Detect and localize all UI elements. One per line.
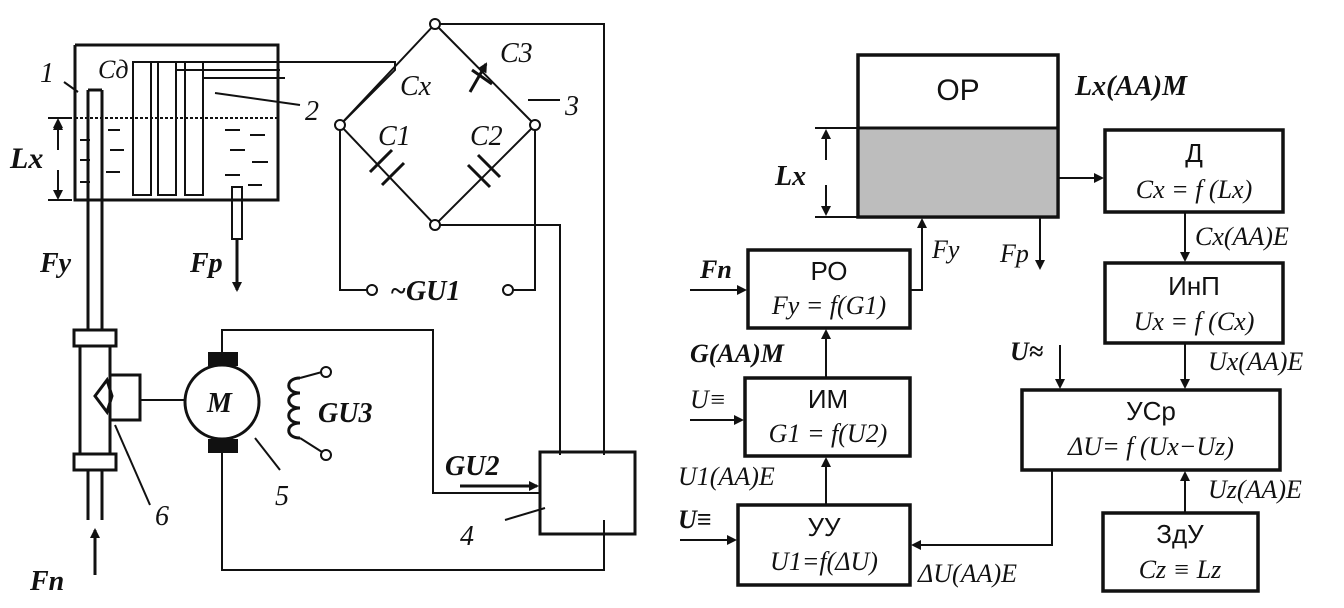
block-usr: УСр ΔU= f (Ux−Uz) (1020, 388, 1282, 472)
block-uy: УУ U1=f(ΔU) (736, 503, 912, 587)
label-gu3: GU3 (318, 398, 372, 429)
block-zdu-title: ЗдУ (1156, 519, 1204, 549)
block-ro-formula: Fy = f(G1) (771, 291, 886, 320)
label-5: 5 (275, 481, 289, 512)
block-usr-formula: ΔU= f (Ux−Uz) (1067, 432, 1234, 461)
label-2: 2 (305, 96, 319, 127)
valve (72, 328, 185, 472)
label-u1-ae: U1(AA)E (678, 462, 775, 491)
lx-dimension (48, 117, 72, 201)
capacitive-probe (132, 61, 285, 196)
label-c1: C1 (378, 121, 411, 152)
label-or-lx: Lx (774, 161, 806, 192)
block-d-formula: Cx = f (Lx) (1136, 175, 1252, 204)
block-d: Д Cx = f (Lx) (1103, 128, 1285, 214)
block-uy-title: УУ (807, 512, 841, 542)
label-fn-left: Fп (29, 566, 64, 597)
label-cx: Cx (400, 71, 432, 102)
label-motor: M (206, 388, 233, 419)
label-u-approx: U≈ (1010, 337, 1044, 366)
label-cd: Cд (98, 55, 129, 84)
label-4: 4 (460, 521, 474, 552)
label-6: 6 (155, 501, 169, 532)
block-or: ОР (856, 53, 1060, 219)
block-im-formula: G1 = f(U2) (769, 419, 888, 448)
label-u-eq-2: U≡ (678, 505, 712, 534)
block-ro: РО Fy = f(G1) (746, 248, 912, 330)
block-ro-title: РО (811, 256, 848, 286)
label-g-am: G(AA)M (690, 339, 785, 368)
block-4 (538, 450, 637, 536)
motor (183, 329, 605, 571)
block-or-title: ОР (936, 74, 979, 107)
label-ux-ae: Ux(AA)E (1208, 347, 1303, 376)
label-fp-right: Fр (999, 239, 1029, 268)
label-gu2: GU2 (445, 451, 499, 482)
block-d-title: Д (1185, 138, 1203, 168)
feed-pipe (86, 88, 104, 520)
block-im-title: ИМ (808, 384, 848, 414)
block-usr-title: УСр (1126, 396, 1176, 426)
block-zdu: ЗдУ Cz ≡ Lz (1101, 511, 1260, 593)
label-gu1: ~GU1 (390, 276, 460, 307)
left-schematic: 1 2 3 4 5 6 Cд Cx C3 C1 C2 Lx Fy Fр Fп ~… (9, 18, 637, 597)
block-inp: ИнП Ux = f (Cx) (1103, 261, 1285, 345)
or-lx-dimension (815, 127, 858, 218)
label-lx: Lx (9, 142, 43, 175)
block-inp-formula: Ux = f (Cx) (1134, 307, 1255, 336)
label-cx-ae: Cx(AA)E (1195, 222, 1289, 251)
label-fp-left: Fр (189, 248, 223, 279)
capacitance-bridge (280, 18, 605, 455)
label-c3: C3 (500, 38, 533, 69)
label-du-ae: ΔU(AA)E (917, 559, 1017, 588)
label-fn-right: Fп (699, 255, 732, 284)
label-fy: Fy (39, 248, 72, 279)
label-c2: C2 (470, 121, 503, 152)
label-lx-am: Lx(AA)M (1074, 71, 1188, 102)
block-zdu-formula: Cz ≡ Lz (1139, 555, 1222, 584)
label-uz-ae: Uz(AA)E (1208, 475, 1302, 504)
right-block-diagram: ОР Д Cx = f (Lx) ИнП Ux = f (Cx) РО Fy =… (678, 53, 1303, 593)
float-weight (231, 186, 243, 240)
label-fy-right: Fy (931, 235, 960, 264)
label-1: 1 (40, 58, 54, 89)
label-u-eq-1: U≡ (690, 385, 726, 414)
block-uy-formula: U1=f(ΔU) (770, 547, 878, 576)
label-3: 3 (564, 91, 579, 122)
connections (680, 173, 1190, 550)
block-im: ИМ G1 = f(U2) (743, 376, 912, 458)
block-inp-title: ИнП (1168, 271, 1220, 301)
gu3-coil (287, 366, 332, 461)
